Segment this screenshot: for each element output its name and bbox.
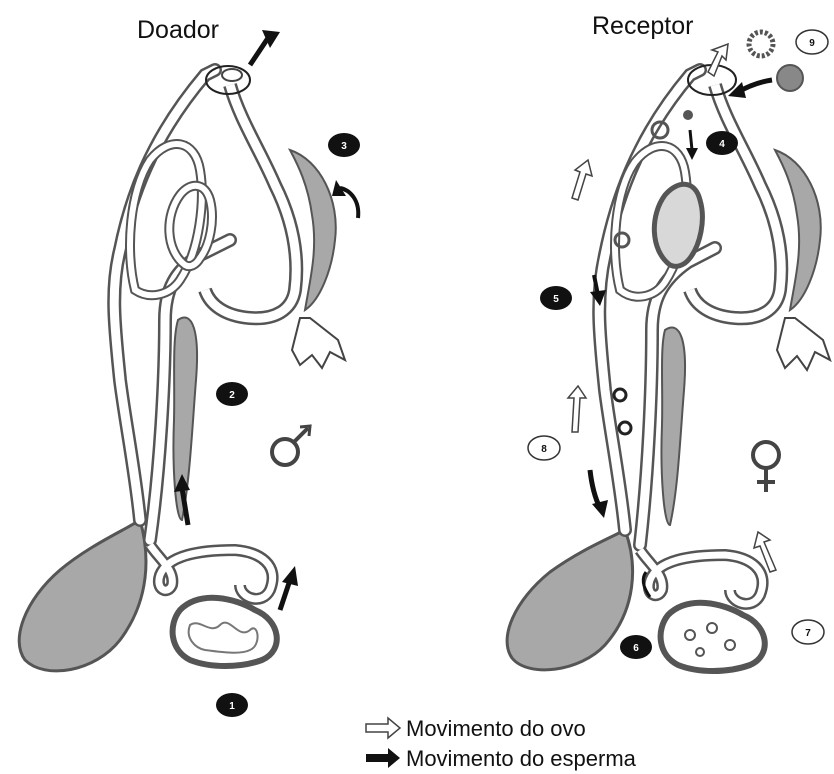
svg-text:8: 8	[541, 444, 547, 455]
marker-5: 5	[540, 286, 572, 310]
egg-arrow-8	[568, 386, 586, 432]
recipient-ovisac	[507, 530, 632, 670]
marker-9: 9	[796, 30, 828, 54]
marker-6: 6	[620, 635, 652, 659]
marker-2: 2	[216, 382, 248, 406]
svg-text:1: 1	[229, 701, 235, 712]
legend-egg-label: Movimento do ovo	[406, 716, 586, 741]
svg-text:2: 2	[229, 390, 235, 401]
donor-funnel	[292, 318, 345, 368]
marker-7: 7	[792, 620, 824, 644]
donor-ovisac	[19, 520, 146, 671]
recipient-gland	[661, 328, 685, 526]
marker-8: 8	[528, 436, 560, 460]
egg-arrow-left	[572, 160, 592, 200]
sperm-arrow-lower	[590, 470, 600, 508]
female-symbol-icon	[753, 442, 779, 492]
legend-sperm-arrow-icon	[366, 748, 400, 768]
recipient-funnel	[777, 318, 830, 370]
svg-text:5: 5	[553, 294, 559, 305]
marker-1: 1	[216, 693, 248, 717]
marker-4: 4	[706, 131, 738, 155]
svg-text:7: 7	[805, 628, 811, 639]
recipient-spermatheca	[661, 603, 765, 671]
male-symbol-icon	[272, 426, 310, 465]
marker-3: 3	[328, 133, 360, 157]
legend-egg-arrow-icon	[366, 718, 400, 738]
svg-text:6: 6	[633, 643, 639, 654]
legend-sperm-label: Movimento do esperma	[406, 746, 637, 771]
egg-arrow-top	[708, 44, 728, 76]
svg-text:3: 3	[341, 141, 347, 152]
recipient-tract	[507, 65, 830, 671]
donor-title: Doador	[137, 16, 219, 44]
donor-arrow-1	[280, 580, 290, 610]
svg-text:9: 9	[809, 38, 815, 49]
sperm-arrow-4	[690, 130, 692, 150]
recipient-egg-loop	[654, 184, 702, 266]
donor-arrow-top	[250, 38, 268, 65]
legend: Movimento do ovo Movimento do esperma	[366, 716, 637, 771]
svg-text:4: 4	[719, 139, 725, 150]
recipient-title: Receptor	[592, 12, 693, 40]
